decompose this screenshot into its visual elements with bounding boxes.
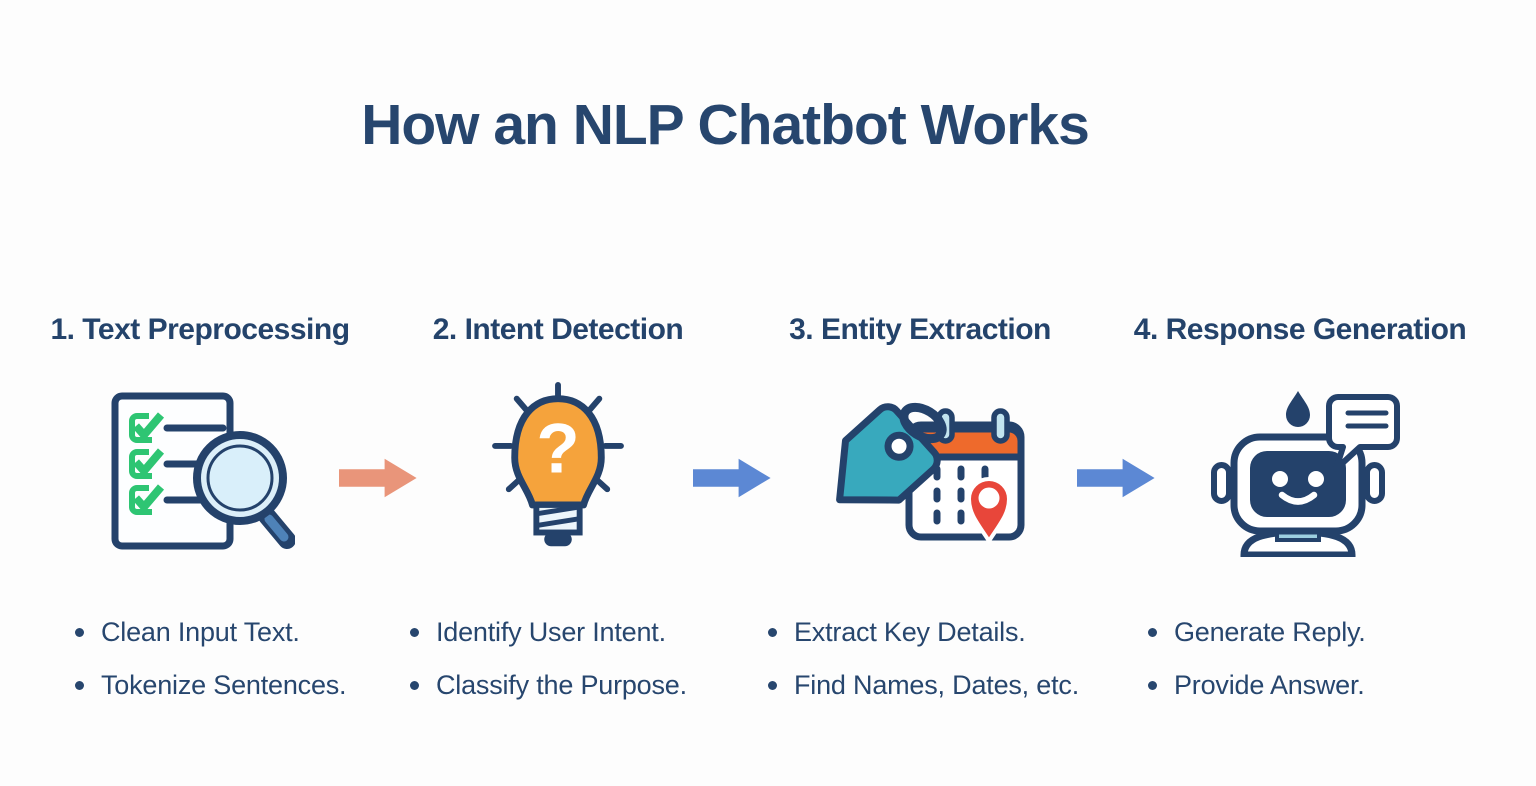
- magnifier-shape: [193, 430, 295, 549]
- arrow-step3-to-step4-icon: [1077, 458, 1155, 498]
- bulb-shape: [510, 395, 605, 509]
- robot-face: [1249, 451, 1346, 517]
- step-1-column: 1. Text Preprocessing: [20, 308, 380, 712]
- list-item: Tokenize Sentences.: [75, 659, 380, 712]
- bullet-dot-icon: [768, 628, 777, 637]
- robot-ear: [1210, 462, 1232, 504]
- tag-string-loop: [899, 402, 947, 443]
- checklist-magnifier-icon: [111, 392, 295, 549]
- bullet-dot-icon: [75, 628, 84, 637]
- arrow-step2-to-step3-icon: [693, 458, 771, 498]
- bullet-dot-icon: [410, 681, 419, 690]
- step-2-bullets: Identify User Intent. Classify the Purpo…: [378, 606, 738, 712]
- robot-chat-icon: [1210, 391, 1400, 557]
- list-item: Find Names, Dates, etc.: [768, 659, 1102, 712]
- list-item: Provide Answer.: [1148, 659, 1485, 712]
- green-checkboxes: [129, 411, 165, 515]
- calendar-ring: [991, 407, 1010, 444]
- arrow-shape: [693, 458, 771, 498]
- bullet-dot-icon: [768, 681, 777, 690]
- step-4-bullets: Generate Reply. Provide Answer.: [1115, 606, 1485, 712]
- step-2-column: 2. Intent Detection ?: [378, 308, 738, 712]
- step-4-icon-area: [1115, 378, 1485, 566]
- bullet-text: Tokenize Sentences.: [101, 670, 347, 700]
- bullet-text: Find Names, Dates, etc.: [794, 670, 1080, 700]
- robot-ear: [1363, 462, 1385, 504]
- question-mark: ?: [536, 409, 579, 488]
- bullet-text: Generate Reply.: [1174, 617, 1366, 647]
- bullet-dot-icon: [410, 628, 419, 637]
- step-1-heading: 1. Text Preprocessing: [50, 313, 350, 346]
- step-3-icon-area: [738, 378, 1102, 566]
- step-1-icon-area: [20, 378, 380, 566]
- step-2-icon-area: ?: [378, 378, 738, 566]
- step-1-bullets: Clean Input Text. Tokenize Sentences.: [20, 606, 380, 712]
- bullet-text: Identify User Intent.: [436, 617, 666, 647]
- bullet-text: Clean Input Text.: [101, 617, 300, 647]
- robot-smile: [1278, 491, 1317, 505]
- arrow-step1-to-step2-icon: [339, 458, 417, 498]
- tag-calendar-pin-icon: [836, 402, 1025, 545]
- bulb-base-threads: [535, 504, 580, 529]
- location-pin-shape: [966, 476, 1012, 545]
- lightbulb-question-icon: ?: [491, 381, 624, 547]
- bullet-text: Extract Key Details.: [794, 617, 1026, 647]
- list-item: Clean Input Text.: [75, 606, 380, 659]
- step-3-column: 3. Entity Extraction: [738, 308, 1102, 712]
- bullet-text: Classify the Purpose.: [436, 670, 687, 700]
- list-item: Extract Key Details.: [768, 606, 1102, 659]
- arrow-shape: [1077, 458, 1155, 498]
- page-title: How an NLP Chatbot Works: [361, 93, 1090, 157]
- bullet-dot-icon: [1148, 681, 1157, 690]
- robot-eye: [1271, 471, 1288, 487]
- step-2-heading: 2. Intent Detection: [432, 313, 684, 346]
- step-4-column: 4. Response Generation Gen: [1115, 308, 1485, 712]
- list-item: Identify User Intent.: [410, 606, 738, 659]
- bullet-dot-icon: [75, 681, 84, 690]
- list-item: Generate Reply.: [1148, 606, 1485, 659]
- step-4-heading: 4. Response Generation: [1133, 313, 1467, 346]
- arrow-shape: [339, 458, 417, 498]
- speech-bubble-lines: [1345, 410, 1388, 429]
- bulb-cap: [543, 532, 572, 547]
- bullet-text: Provide Answer.: [1174, 670, 1365, 700]
- step-3-heading: 3. Entity Extraction: [789, 313, 1051, 346]
- step-3-bullets: Extract Key Details. Find Names, Dates, …: [738, 606, 1102, 712]
- list-item: Classify the Purpose.: [410, 659, 738, 712]
- robot-eye: [1307, 471, 1324, 487]
- bullet-dot-icon: [1148, 628, 1157, 637]
- robot-antenna: [1285, 391, 1310, 427]
